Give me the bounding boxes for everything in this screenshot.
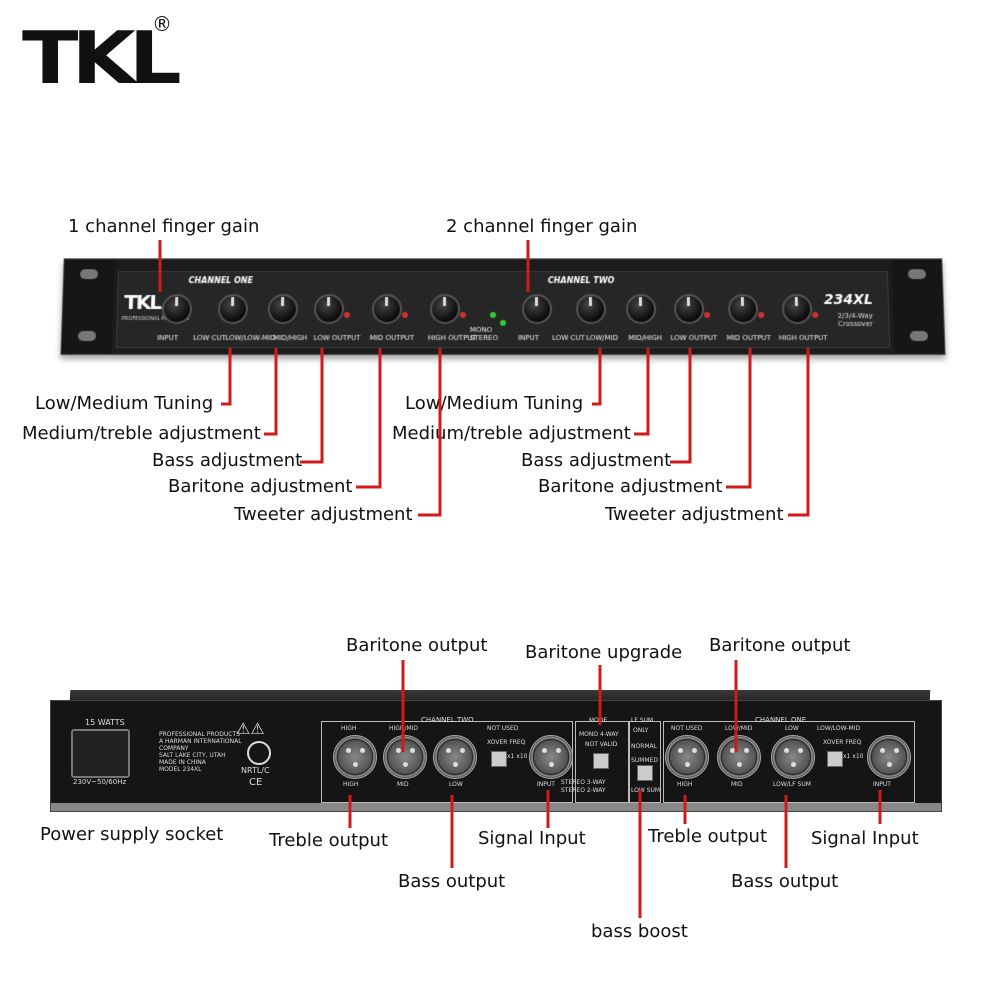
leader-line [418,348,440,515]
leader-line [726,348,750,487]
leader-line [356,348,380,487]
leader-line [634,348,648,434]
leader-line [221,348,230,404]
leader-line [788,348,808,515]
leader-line [592,348,600,404]
leader-line [300,348,322,462]
leader-line [670,348,690,462]
leader-line [264,348,276,434]
